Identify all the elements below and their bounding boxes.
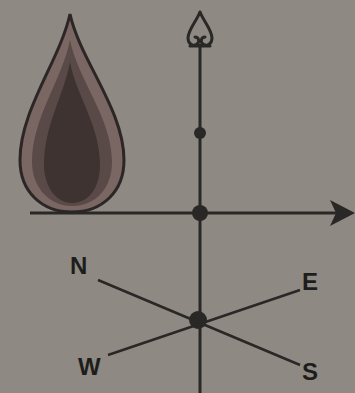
compass-arm-ew <box>108 290 300 355</box>
flame-core <box>44 62 100 203</box>
compass-west: W <box>78 355 101 379</box>
compass-east: E <box>302 270 318 294</box>
compass-arm-ns <box>98 280 300 365</box>
rod-knob <box>194 127 206 139</box>
compass-center <box>189 311 207 329</box>
compass-north: N <box>70 254 87 278</box>
flame-outer <box>20 14 124 212</box>
rod-finial <box>188 12 212 46</box>
vane-arrow-shaft <box>30 212 338 215</box>
vane-arrowhead <box>330 200 355 226</box>
compass-south: S <box>302 360 318 384</box>
flame-band <box>32 40 112 206</box>
